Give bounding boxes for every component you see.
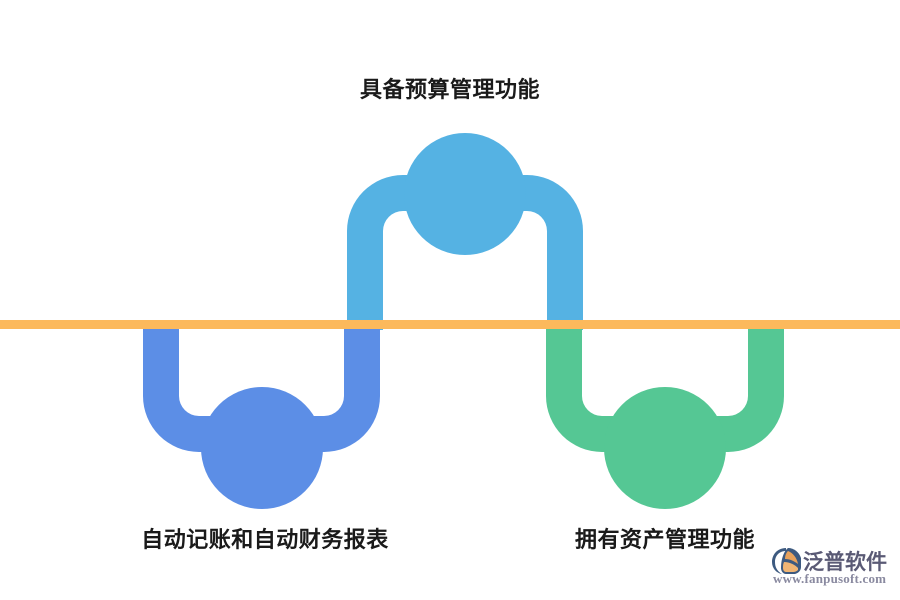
node-bottom-left-arch <box>143 322 380 452</box>
node-bottom-left <box>143 322 380 509</box>
logo-website-url: www.fanpusoft.com <box>773 571 887 586</box>
label-bottom-left-node: 自动记账和自动财务报表 <box>141 527 389 552</box>
node-top-circle <box>404 133 526 255</box>
fanpu-logo-icon <box>772 548 801 574</box>
node-bottom-right-circle <box>604 387 726 509</box>
brand-logo: 泛普软件 www.fanpusoft.com <box>772 546 896 592</box>
label-top-node: 具备预算管理功能 <box>359 77 540 102</box>
node-bottom-right <box>546 322 784 509</box>
node-bottom-right-arch <box>546 322 784 452</box>
logo-brand-name: 泛普软件 <box>803 551 887 574</box>
node-bottom-left-circle <box>201 387 323 509</box>
axis-line <box>0 320 900 329</box>
label-bottom-right-node: 拥有资产管理功能 <box>574 527 755 552</box>
node-top <box>347 133 583 330</box>
